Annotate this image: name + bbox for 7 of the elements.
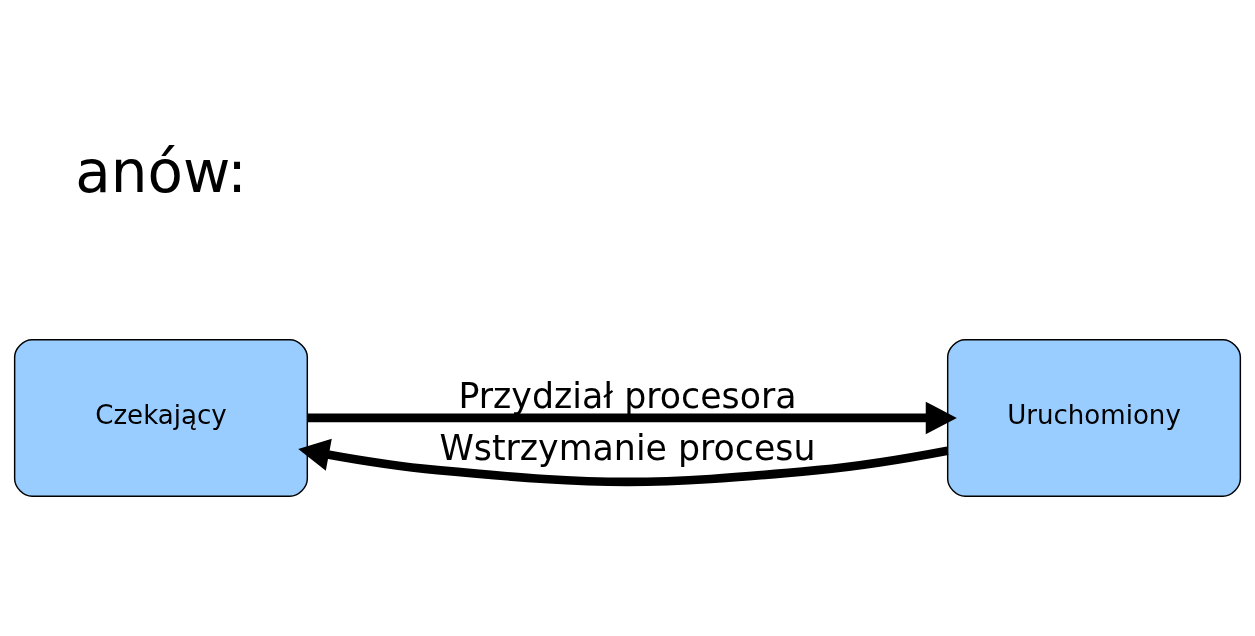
arrow [307,401,957,435]
edge-label: Przydział procesora [458,376,797,417]
edge-label: Wstrzymanie procesu [439,428,816,469]
label: anów: [75,137,247,206]
arrow [298,438,949,487]
node-box: Uruchomiony [946,339,1242,497]
node-box: Czekający [13,339,309,497]
